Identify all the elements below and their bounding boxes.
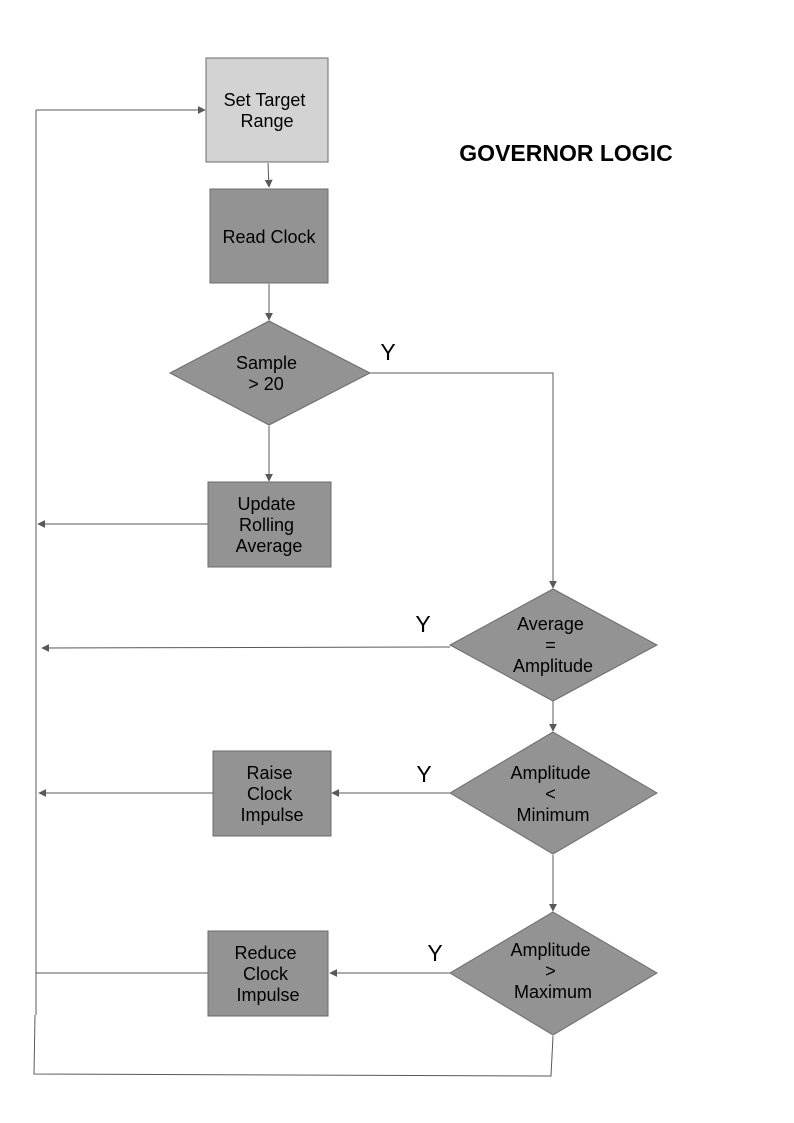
node-label: Set Target Range — [224, 90, 311, 131]
node-shape — [207, 481, 332, 568]
branch-label-minimum-yes: Y — [416, 761, 431, 787]
node-shape — [207, 930, 329, 1017]
connectors — [33, 106, 557, 1077]
node-update-rolling-average: Update Rolling Average — [207, 481, 332, 568]
node-shape — [205, 57, 329, 163]
node-label: Amplitude > Maximum — [510, 940, 595, 1002]
node-set-target-range: Set Target Range — [205, 57, 329, 163]
node-label: Sample > 20 — [236, 353, 302, 394]
node-label: Amplitude < Minimum — [510, 763, 595, 825]
node-shape — [449, 911, 658, 1036]
diagram-title: GOVERNOR LOGIC — [459, 140, 672, 166]
node-read-clock: Read Clock — [209, 188, 329, 284]
edge-settarget-to-readclock — [264, 162, 273, 188]
branch-label-sample-yes: Y — [380, 339, 395, 365]
edge-average-yes-to-loop — [41, 643, 451, 652]
node-average-equals-amplitude: Average = Amplitude — [448, 588, 659, 702]
node-label: Raise Clock Impulse — [240, 763, 303, 825]
node-shape — [212, 750, 332, 837]
node-shape — [449, 731, 658, 855]
edge-maximum-no-bottom-loop — [33, 1014, 554, 1077]
node-reduce-clock-impulse: Reduce Clock Impulse — [207, 930, 329, 1017]
node-sample-decision: Sample > 20 — [168, 320, 372, 426]
branch-label-maximum-yes: Y — [427, 940, 442, 966]
node-label: Read Clock — [222, 227, 316, 247]
node-shape — [168, 320, 372, 426]
node-label: Update Rolling Average — [236, 494, 303, 556]
node-shape — [209, 188, 329, 284]
node-amplitude-less-than-minimum: Amplitude < Minimum — [449, 731, 658, 855]
node-amplitude-greater-than-maximum: Amplitude > Maximum — [449, 911, 658, 1036]
node-shape — [448, 588, 659, 702]
branch-label-average-yes: Y — [415, 611, 430, 637]
edge-sample-yes-to-average — [370, 372, 557, 589]
node-raise-clock-impulse: Raise Clock Impulse — [212, 750, 332, 837]
node-label: Average = Amplitude — [513, 614, 593, 676]
node-label: Reduce Clock Impulse — [234, 943, 301, 1005]
